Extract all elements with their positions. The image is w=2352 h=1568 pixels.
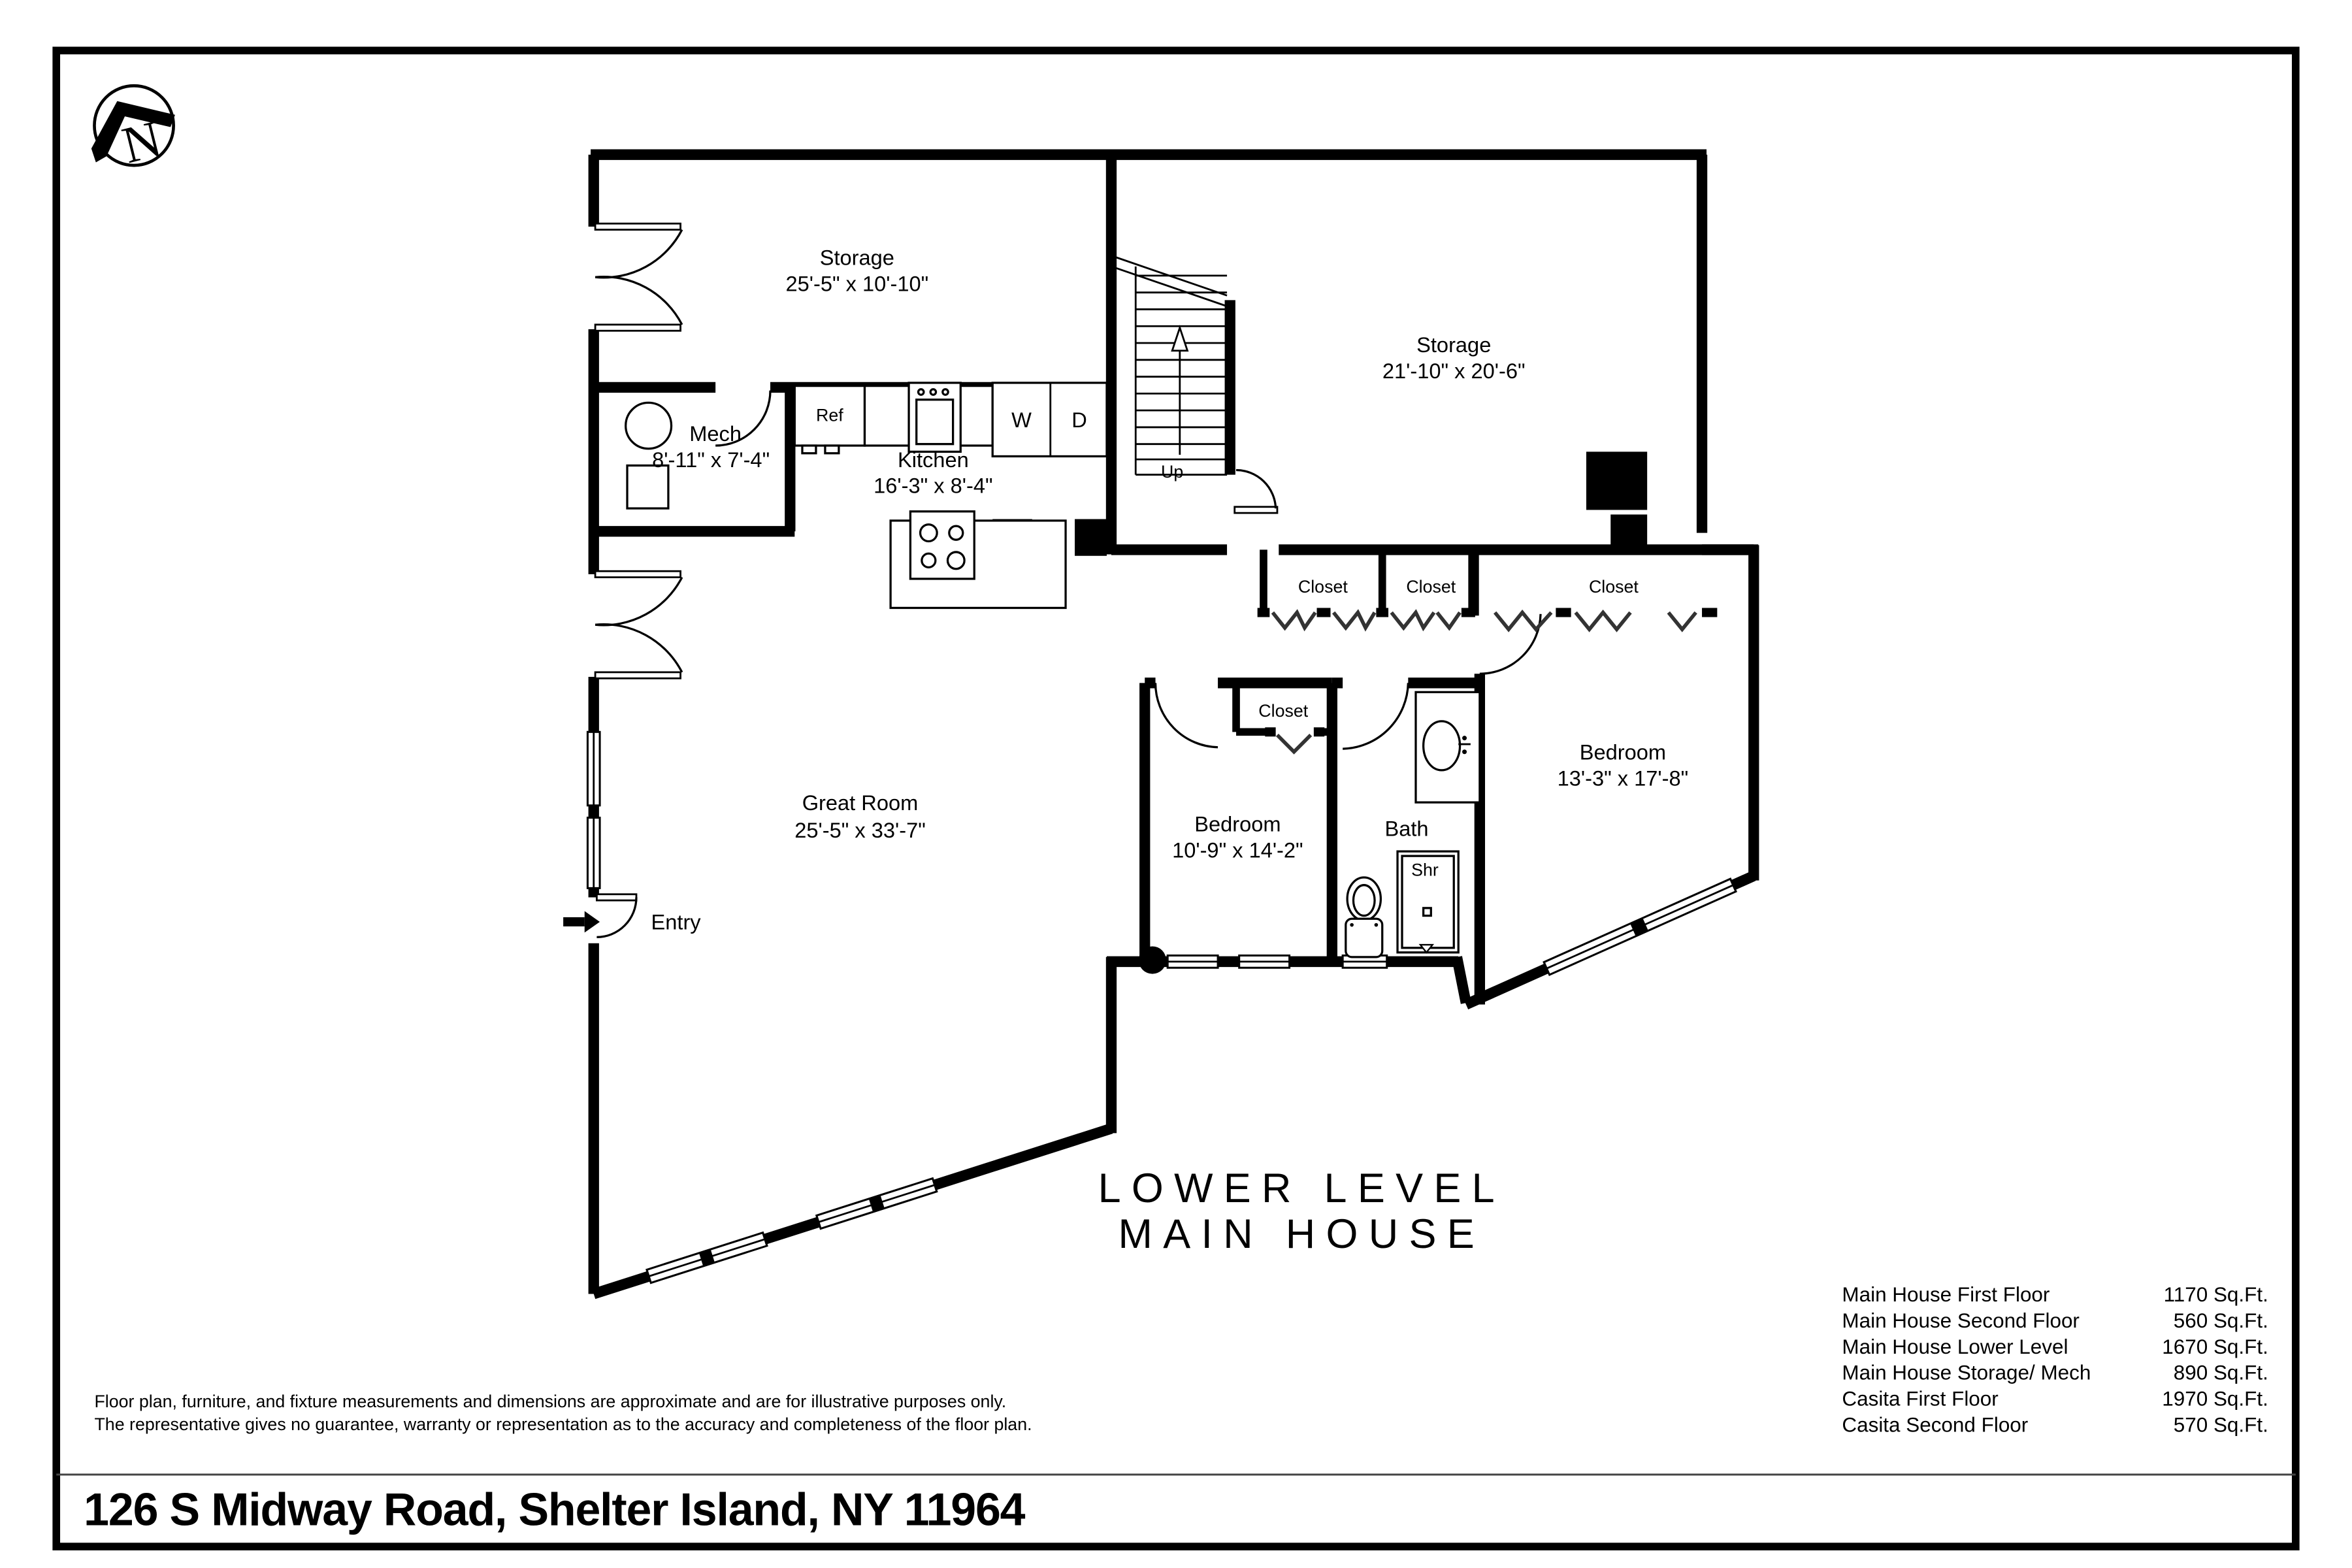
window — [1543, 877, 1737, 976]
area-row-label: Casita First Floor — [1842, 1386, 1998, 1410]
label-washer: W — [1011, 408, 1032, 432]
window — [586, 730, 601, 889]
room-kitchen-dims: 16'-3" x 8'-4" — [874, 474, 992, 498]
area-row-label: Casita Second Floor — [1842, 1413, 2028, 1436]
disclaimer: Floor plan, furniture, and fixture measu… — [94, 1392, 1032, 1434]
up-arrow-icon — [1171, 325, 1189, 455]
label-up: Up — [1161, 462, 1183, 482]
column-dot — [1138, 946, 1166, 974]
room-storage-upper-name: Storage — [820, 245, 894, 269]
room-bedroom-1-dims: 10'-9" x 14'-2" — [1172, 838, 1303, 862]
label-closet-3: Closet — [1589, 577, 1639, 596]
room-bedroom-1-name: Bedroom — [1194, 812, 1281, 836]
label-closet-2: Closet — [1406, 577, 1456, 596]
window — [645, 1177, 938, 1284]
area-row-value: 560 Sq.Ft. — [2174, 1309, 2268, 1332]
kitchen-fixtures: Ref W D — [793, 382, 1108, 610]
mech-fixtures — [625, 401, 673, 510]
kitchen-island — [889, 510, 1067, 610]
north-arrow-icon: N — [91, 84, 175, 174]
plan-title-line1: LOWER LEVEL — [1098, 1166, 1505, 1211]
room-labels: Storage 25'-5" x 10'-10" Storage 21'-10"… — [651, 245, 1689, 934]
room-kitchen-name: Kitchen — [898, 448, 969, 472]
entry-arrow-icon — [563, 911, 600, 933]
room-storage-right-name: Storage — [1416, 333, 1491, 357]
room-great-room-name: Great Room — [802, 791, 919, 815]
toilet-icon — [1345, 876, 1384, 958]
area-row-label: Main House Storage/ Mech — [1842, 1361, 2091, 1384]
area-row-value: 1970 Sq.Ft. — [2162, 1386, 2268, 1410]
label-shower: Shr — [1411, 860, 1439, 880]
address-text: 126 S Midway Road, Shelter Island, NY 11… — [84, 1484, 1025, 1535]
area-row-value: 1670 Sq.Ft. — [2162, 1335, 2268, 1358]
bath-fixtures: Shr — [1345, 691, 1481, 958]
area-table: Main House First Floor 1170 Sq.Ft. Main … — [1842, 1282, 2268, 1436]
label-closet-bedroom1: Closet — [1258, 701, 1308, 721]
label-ref: Ref — [816, 405, 843, 425]
disclaimer-line1: Floor plan, furniture, and fixture measu… — [94, 1392, 1006, 1411]
plan-title: LOWER LEVEL MAIN HOUSE — [1098, 1166, 1505, 1258]
doors — [563, 222, 1542, 939]
exterior-walls — [586, 149, 1759, 1299]
vanity-sink-icon — [1414, 691, 1481, 804]
area-row-label: Main House Lower Level — [1842, 1335, 2068, 1358]
plan-title-line2: MAIN HOUSE — [1118, 1211, 1484, 1257]
closet-bifold-doors — [1257, 608, 1718, 755]
label-closet-1: Closet — [1298, 577, 1348, 596]
room-bedroom-2-dims: 13'-3" x 17'-8" — [1558, 766, 1689, 790]
area-row-label: Main House First Floor — [1842, 1282, 2050, 1306]
address-bar: 126 S Midway Road, Shelter Island, NY 11… — [56, 1473, 2296, 1535]
room-storage-upper-dims: 25'-5" x 10'-10" — [786, 271, 929, 295]
window — [1166, 954, 1388, 969]
area-row-label: Main House Second Floor — [1842, 1309, 2079, 1332]
area-row-value: 570 Sq.Ft. — [2174, 1413, 2268, 1436]
stairs: Up — [1115, 256, 1235, 482]
stove-icon — [907, 382, 962, 453]
label-dryer: D — [1071, 408, 1087, 432]
area-row-value: 890 Sq.Ft. — [2174, 1361, 2268, 1384]
room-bedroom-2-name: Bedroom — [1580, 740, 1666, 764]
area-row-value: 1170 Sq.Ft. — [2164, 1282, 2268, 1306]
label-entry: Entry — [651, 910, 702, 934]
page-border — [52, 46, 2300, 1551]
disclaimer-line2: The representative gives no guarantee, w… — [94, 1414, 1032, 1434]
room-storage-right-dims: 21'-10" x 20'-6" — [1382, 359, 1526, 383]
room-bath-name: Bath — [1384, 817, 1428, 841]
room-great-room-dims: 25'-5" x 33'-7" — [794, 818, 926, 842]
shower-stall-icon: Shr — [1396, 850, 1460, 954]
room-mech-dims: 8'-11" x 7'-4" — [652, 448, 770, 472]
washer-dryer: W D — [991, 382, 1108, 458]
room-mech-name: Mech — [689, 421, 742, 446]
